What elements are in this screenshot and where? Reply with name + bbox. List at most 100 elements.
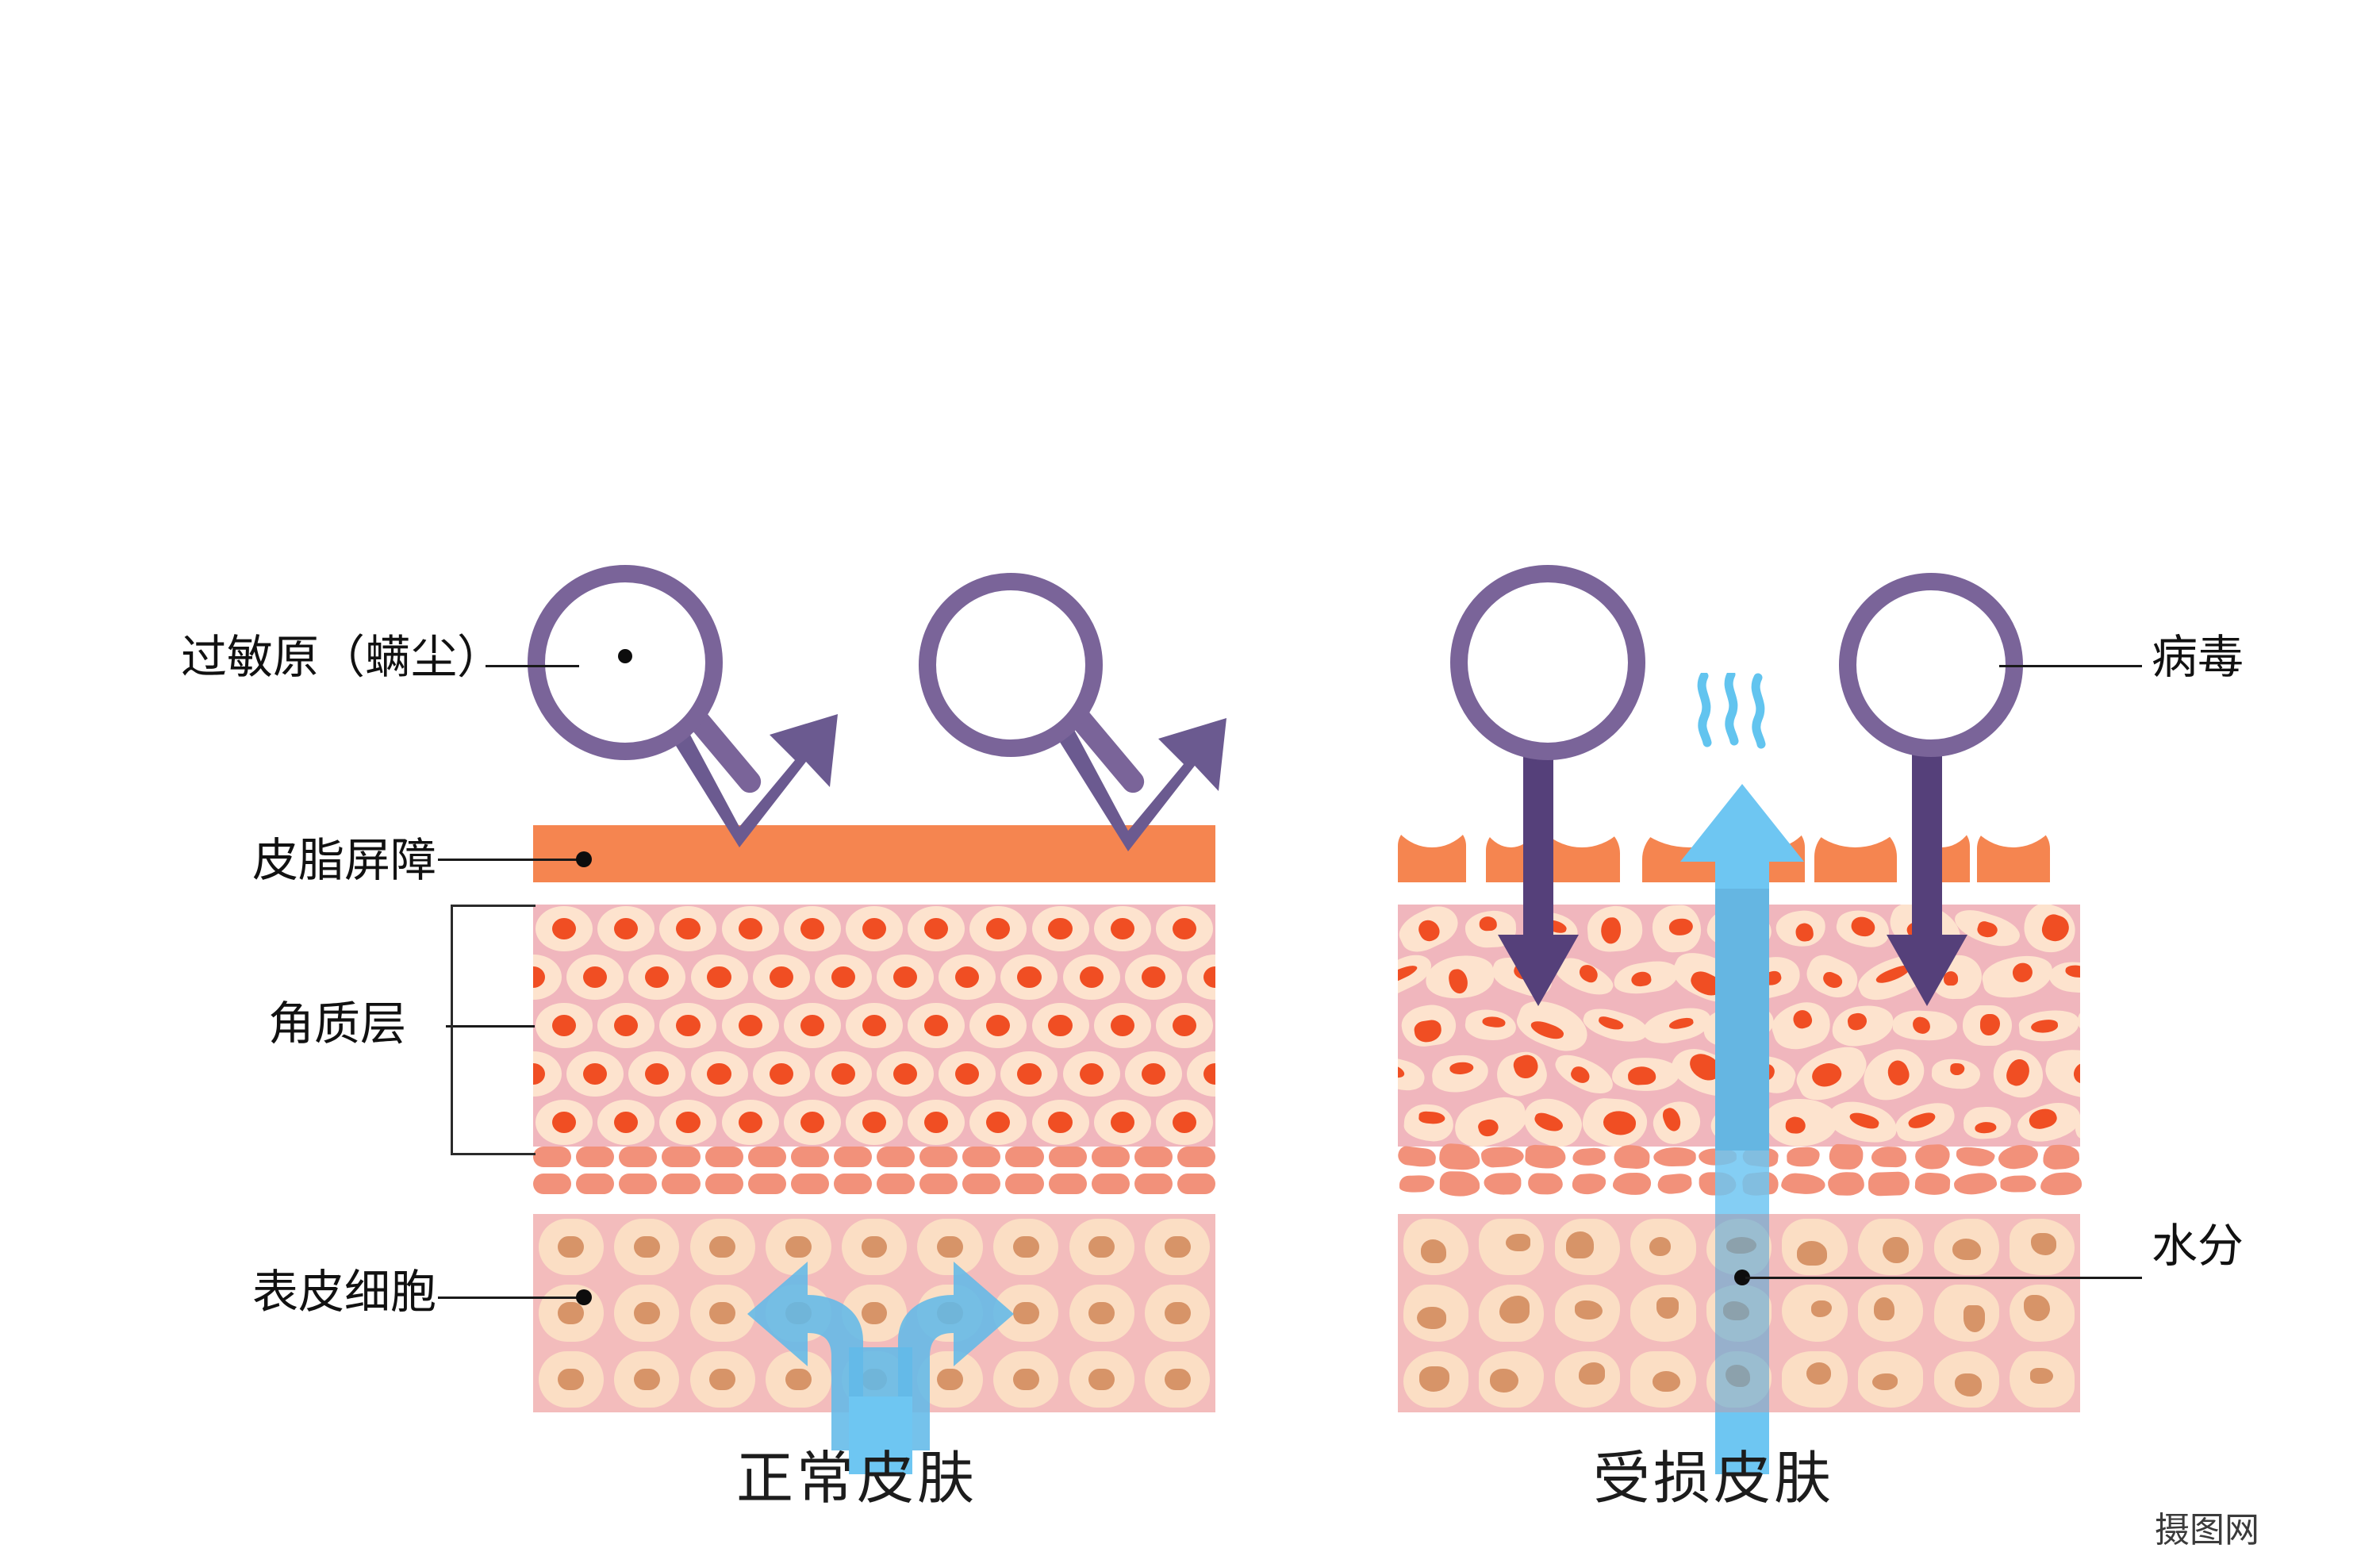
corneocyte — [1062, 1051, 1120, 1097]
epidermal-nucleus — [1088, 1368, 1115, 1390]
epidermal-cell — [1554, 1285, 1620, 1342]
granular-cell — [2000, 1175, 2036, 1193]
penetrating-arrow-icon-right — [1887, 747, 1967, 1006]
granular-cell — [1048, 1174, 1087, 1194]
corneocyte — [1800, 950, 1864, 1005]
epidermal-cell — [1403, 1285, 1468, 1342]
corneocyte — [1124, 1051, 1182, 1097]
corneocyte-nucleus — [1660, 1105, 1683, 1134]
leader-line-sebum — [438, 859, 581, 861]
corneocyte-nucleus — [1884, 1057, 1914, 1088]
corneocyte-nucleus — [955, 1062, 980, 1085]
corneocyte — [908, 905, 965, 952]
corneocyte-nucleus — [955, 966, 980, 989]
corneocyte — [752, 954, 810, 1001]
granular-cell — [833, 1147, 872, 1167]
epidermal-nucleus — [1963, 1305, 1986, 1332]
epidermal-nucleus — [1417, 1306, 1446, 1329]
corneocyte — [846, 1002, 903, 1049]
leader-line-virus — [1999, 665, 2142, 667]
corneocyte — [752, 1051, 810, 1097]
granular-cell — [747, 1174, 786, 1194]
epidermal-cell — [1479, 1218, 1545, 1276]
leader-line-epidermal — [438, 1297, 581, 1299]
corneocyte-nucleus — [986, 1111, 1011, 1134]
corneocyte — [597, 905, 655, 952]
water-loss-stem-granular — [1715, 1151, 1769, 1214]
epidermal-nucleus — [1797, 1241, 1828, 1266]
corneocyte — [536, 1002, 593, 1049]
corneocyte-nucleus — [1820, 970, 1844, 991]
corneocyte — [969, 1099, 1027, 1146]
epidermal-cell — [614, 1350, 680, 1408]
granular-cell — [1914, 1143, 1951, 1170]
corneocyte — [1398, 1002, 1399, 1049]
magnifier-ring-icon — [919, 573, 1103, 757]
corneocyte-nucleus — [831, 966, 855, 989]
granular-cell — [1868, 1171, 1910, 1197]
corneocyte — [939, 1051, 996, 1097]
corneocyte — [2048, 960, 2080, 994]
epidermal-nucleus — [1810, 1300, 1832, 1318]
corneocyte — [1398, 1052, 1428, 1096]
corneocyte-nucleus — [1415, 916, 1443, 945]
epidermal-nucleus — [558, 1302, 585, 1324]
corneocyte-nucleus — [2010, 961, 2035, 984]
epidermal-nucleus — [1420, 1239, 1446, 1264]
granular-cell — [1480, 1145, 1525, 1169]
epidermal-nucleus — [709, 1368, 736, 1390]
granular-cell — [1780, 1172, 1826, 1196]
epidermal-cell — [1403, 1218, 1468, 1276]
granular-cell — [1177, 1147, 1215, 1167]
epidermal-nucleus — [1012, 1302, 1039, 1324]
corneocyte-nucleus — [1048, 1014, 1073, 1037]
epidermal-nucleus — [1574, 1300, 1603, 1320]
epidermal-nucleus — [1954, 1373, 1983, 1397]
corneocyte-nucleus — [1848, 1109, 1881, 1131]
label-moisture: 水分 — [2152, 1220, 2244, 1272]
corneocyte-nucleus — [1568, 1063, 1592, 1085]
epidermal-nucleus — [1506, 1233, 1530, 1251]
granular-cell — [1571, 1172, 1606, 1196]
corneocyte-nucleus — [800, 917, 824, 940]
corneocyte — [1580, 1003, 1650, 1048]
corneocyte-nucleus — [551, 917, 577, 940]
corneocyte — [533, 954, 562, 1001]
corneocyte — [1962, 1104, 2012, 1140]
granular-cell — [1438, 1143, 1481, 1171]
corneocyte-nucleus — [924, 1014, 949, 1037]
epidermal-nucleus — [1652, 1370, 1680, 1392]
corneocyte — [1093, 905, 1151, 952]
granular-cell — [1134, 1174, 1173, 1194]
deflected-arrow-icon-right — [1049, 718, 1226, 851]
epidermal-cell — [689, 1350, 755, 1408]
corneocyte — [1124, 954, 1182, 1001]
corneocyte-nucleus — [1533, 1110, 1565, 1135]
corneocyte-nucleus — [1110, 1111, 1134, 1134]
label-stratum-corneum: 角质层 — [268, 998, 407, 1050]
corneocyte — [2017, 1008, 2080, 1043]
epidermal-cell — [538, 1350, 604, 1408]
water-stem-normal — [849, 1396, 912, 1474]
corneocyte-nucleus — [800, 1111, 824, 1134]
corneocyte-nucleus — [1079, 1062, 1104, 1085]
corneocyte-nucleus — [1017, 966, 1042, 989]
epidermal-nucleus — [1882, 1236, 1910, 1263]
granular-cell — [1399, 1174, 1435, 1193]
granular-cell — [790, 1147, 829, 1167]
corneocyte-nucleus — [1172, 917, 1196, 940]
granular-cell — [962, 1174, 1001, 1194]
magnifier-virus — [919, 573, 1149, 797]
corneocyte-nucleus — [862, 1111, 887, 1134]
epidermal-nucleus — [1489, 1368, 1519, 1393]
epidermal-nucleus — [1164, 1368, 1191, 1390]
leader-line-moisture — [1745, 1277, 2142, 1279]
epidermal-cell — [1630, 1285, 1696, 1342]
corneocyte-nucleus — [924, 917, 949, 940]
corneocyte — [1093, 1002, 1151, 1049]
corneocyte-nucleus — [1976, 920, 2000, 940]
corneocyte — [536, 905, 593, 952]
epidermal-nucleus — [1418, 1366, 1450, 1393]
penetrating-arrow-icon-left — [1498, 747, 1579, 1006]
granular-cell — [1005, 1147, 1044, 1167]
